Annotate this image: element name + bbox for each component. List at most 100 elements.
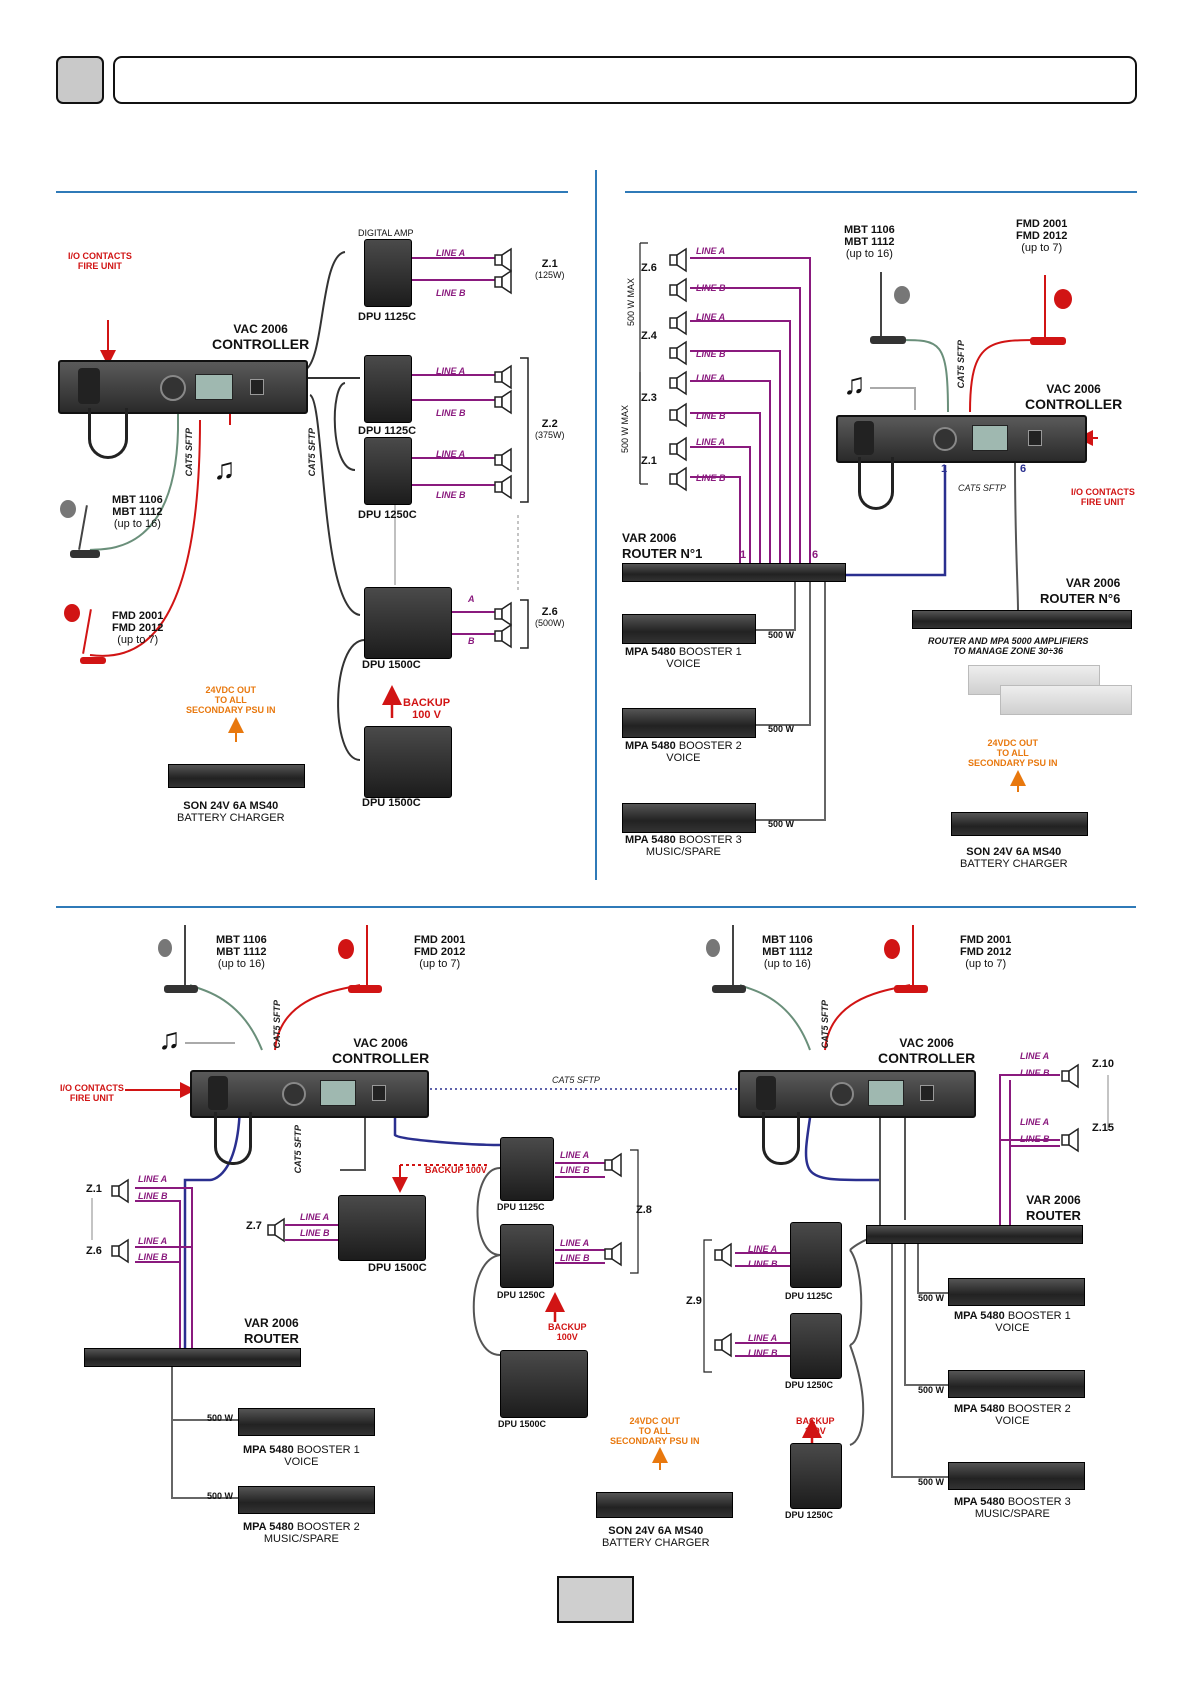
bl-line-b-z8-2: LINE B — [560, 1253, 590, 1263]
controller-knob[interactable] — [933, 427, 957, 451]
controller-knob[interactable] — [830, 1082, 854, 1106]
mpa-model: MPA 5480 — [243, 1444, 294, 1456]
br-line-a-z10: LINE A — [1020, 1051, 1050, 1061]
controller-coil-cord — [762, 1112, 800, 1165]
dpu-1500c-z6[interactable] — [364, 587, 452, 659]
psu-out-line1: 24VDC OUT — [629, 1416, 681, 1426]
controller-knob[interactable] — [282, 1082, 306, 1106]
mpa-model: MPA 5480 — [243, 1521, 294, 1533]
vac-controller-br[interactable] — [738, 1070, 976, 1118]
vac-name: VAC 2006 — [233, 322, 288, 336]
dpu-1250c-label-bl: DPU 1250C — [497, 1290, 546, 1300]
fmd-line3: (up to 7) — [1021, 242, 1063, 254]
var-router-bl[interactable] — [84, 1348, 301, 1367]
dpu-1125c-z1[interactable] — [364, 239, 412, 307]
psu-out-line1: 24VDC OUT — [205, 685, 257, 695]
dpu-1250c-z8[interactable] — [500, 1224, 554, 1288]
digital-amp-label: DIGITAL AMP — [358, 228, 414, 238]
zone-z4-tr: Z.4 — [641, 330, 657, 342]
vac-controller[interactable] — [58, 360, 308, 414]
music-note-icon: ♫ — [843, 368, 866, 401]
mbt-line1: MBT 1106 — [216, 934, 267, 946]
bl-cat5-vert-2: CAT5 SFTP — [293, 1125, 303, 1174]
tr-ctrl-port-6: 6 — [1020, 463, 1027, 475]
router-name: ROUTER — [1026, 1208, 1081, 1223]
io-contacts-line2: FIRE UNIT — [69, 1093, 114, 1103]
mpa-booster-3-tr[interactable] — [622, 803, 756, 833]
zone-z1-bl: Z.1 — [86, 1183, 102, 1195]
tl-line-a-2: LINE A — [436, 366, 466, 376]
mpa-booster-2-tr[interactable] — [622, 708, 756, 738]
controller-button[interactable] — [920, 1085, 934, 1101]
dpu-1250c-z2[interactable] — [364, 437, 412, 505]
controller-name: CONTROLLER — [878, 1050, 976, 1066]
mbt-line3: (up to 16) — [763, 958, 811, 970]
controller-name: CONTROLLER — [1025, 396, 1123, 412]
dpu-1500c-z7[interactable] — [338, 1195, 426, 1261]
br-line-a-z9-1: LINE A — [748, 1244, 778, 1254]
fmd-line1: FMD 2001 — [112, 610, 164, 622]
var-router-br[interactable] — [866, 1225, 1083, 1244]
battery-charger-tl[interactable] — [168, 764, 305, 788]
dpu-1250c-br-backup[interactable] — [790, 1443, 842, 1509]
zone-z2-power: (375W) — [535, 430, 565, 440]
mpa-booster-1-br[interactable] — [948, 1278, 1085, 1306]
booster-role: MUSIC/SPARE — [263, 1533, 339, 1545]
zone-z8-bl: Z.8 — [636, 1204, 652, 1216]
tr-line-a-1: LINE A — [696, 246, 726, 256]
vac-controller-bl[interactable] — [190, 1070, 429, 1118]
microphone-station-icon — [706, 925, 746, 995]
var-router-1[interactable] — [622, 563, 846, 582]
zone-z15-br: Z.15 — [1092, 1122, 1115, 1134]
dpu-1125c-z9[interactable] — [790, 1222, 842, 1288]
br-500w-2: 500 W — [918, 1385, 945, 1395]
mpa-booster-2-bl[interactable] — [238, 1486, 375, 1514]
controller-button[interactable] — [250, 379, 264, 395]
controller-button[interactable] — [372, 1085, 386, 1101]
link-cat5-horiz: CAT5 SFTP — [552, 1075, 600, 1085]
dpu-1250c-label-br1: DPU 1250C — [785, 1380, 834, 1390]
dpu-1125c-z2[interactable] — [364, 355, 412, 423]
zone-z6-tr: Z.6 — [641, 262, 657, 274]
mpa-booster-3-br[interactable] — [948, 1462, 1085, 1490]
dpu-1250c-z9[interactable] — [790, 1313, 842, 1379]
zone-z2: Z.2(375W) — [535, 418, 565, 440]
controller-knob[interactable] — [160, 375, 186, 401]
mpa-booster-1-tr[interactable] — [622, 614, 756, 644]
dpu-1125c-z8[interactable] — [500, 1137, 554, 1201]
bl-line-a-z8-1: LINE A — [560, 1150, 590, 1160]
var-router-6[interactable] — [912, 610, 1132, 629]
vac-name: VAC 2006 — [1046, 382, 1101, 396]
vac-controller-tr[interactable] — [836, 415, 1087, 463]
controller-coil-cord — [88, 408, 128, 459]
section-divider-tr — [625, 191, 1137, 193]
dpu-1500c-bl-backup[interactable] — [500, 1350, 588, 1418]
fire-microphone-icon — [884, 925, 928, 995]
controller-button[interactable] — [1028, 430, 1042, 446]
zone-z6-power: (500W) — [535, 618, 565, 628]
booster-role: VOICE — [995, 1415, 1030, 1427]
section-divider-tl — [56, 191, 568, 193]
controller-coil-cord — [214, 1112, 252, 1165]
dpu-1500c-backup[interactable] — [364, 726, 452, 798]
header-title-bar — [113, 56, 1137, 104]
mpa-booster-2-br[interactable] — [948, 1370, 1085, 1398]
mpa-booster-1-bl[interactable] — [238, 1408, 375, 1436]
battery-charger-bl[interactable] — [596, 1492, 733, 1518]
battery-charger-tr[interactable] — [951, 812, 1088, 836]
bl-500w-1: 500 W — [207, 1413, 234, 1423]
mbt-line1: MBT 1106 — [844, 224, 895, 236]
charger-desc: BATTERY CHARGER — [960, 858, 1068, 870]
psu-out-line2: TO ALL — [638, 1426, 671, 1436]
psu-out-line1: 24VDC OUT — [987, 738, 1039, 748]
